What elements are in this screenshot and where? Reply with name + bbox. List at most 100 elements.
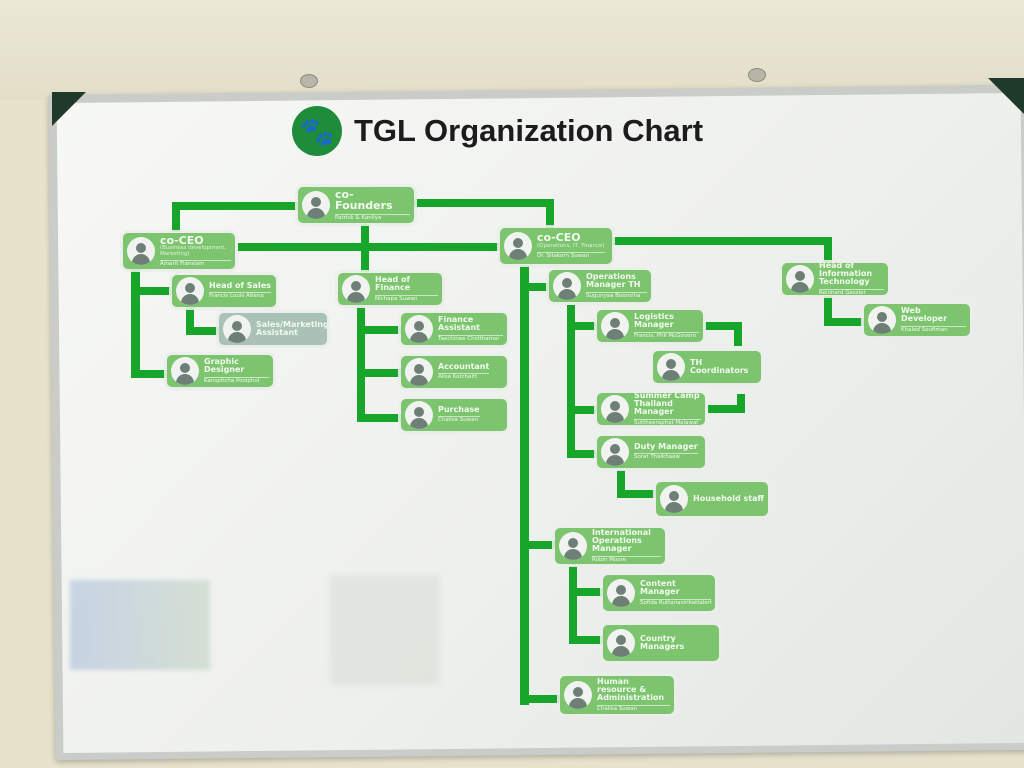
connector-line <box>520 265 529 705</box>
person-avatar-icon <box>176 277 204 305</box>
card-role: Web Developer <box>901 305 948 324</box>
org-card: TH Coordinators <box>653 351 761 383</box>
org-card: Household staff <box>656 482 768 516</box>
card-person-name: Khaled Soufiman <box>901 325 966 334</box>
card-person-name: Alisa Kotchaitt <box>438 373 490 381</box>
connector-line <box>567 450 597 458</box>
card-person-name: Patrick & Kanliya <box>335 213 410 222</box>
card-text: Sales/Marketing Assistant <box>256 320 327 338</box>
card-text: TH Coordinators <box>690 357 757 376</box>
person-avatar-icon <box>660 485 688 513</box>
window-reflection <box>70 580 210 670</box>
card-person-name: Sofida Ruttanasirikattalert <box>640 598 713 606</box>
connector-line <box>734 322 742 346</box>
connector-line <box>357 326 401 334</box>
person-avatar-icon <box>607 579 635 607</box>
card-role: Human resource & Administration <box>597 676 665 703</box>
connector-line <box>357 414 401 422</box>
card-role: Household staff <box>693 493 764 503</box>
window-reflection <box>330 575 440 685</box>
connector-line <box>361 224 369 272</box>
card-role: Content Manager <box>640 578 680 597</box>
person-avatar-icon <box>786 265 814 293</box>
wall-screw <box>748 68 766 82</box>
card-role: TH Coordinators <box>690 357 749 375</box>
person-avatar-icon <box>302 191 330 219</box>
connector-line <box>708 405 744 413</box>
connector-line <box>824 296 832 326</box>
person-avatar-icon <box>405 401 433 429</box>
person-avatar-icon <box>559 532 587 560</box>
org-card: Sales/Marketing Assistant <box>219 313 327 345</box>
card-person-name: Sorat Thaikhaew <box>634 453 698 461</box>
connector-line <box>546 199 554 229</box>
card-person-name: Amarit Fiansiam <box>160 259 231 268</box>
card-text: co-CEO(Operations, IT, Finance)Dr. Sitak… <box>537 232 605 259</box>
person-avatar-icon <box>171 357 199 385</box>
connector-line <box>186 307 194 335</box>
org-card: Country Managers <box>603 625 719 661</box>
card-person-name: Francis Louis Altena <box>209 292 271 300</box>
connector-line <box>569 588 603 596</box>
connector-line <box>737 394 745 413</box>
card-person-name: Taechinee Chidthamai <box>438 334 503 343</box>
card-role: Head of Sales <box>209 280 271 290</box>
person-avatar-icon <box>868 306 896 334</box>
card-person-name: Dr. Sitakorn Suwan <box>537 251 605 260</box>
card-role: Accountant <box>438 361 490 371</box>
person-avatar-icon <box>223 315 251 343</box>
card-role: Summer Camp Thailand Manager <box>634 393 700 417</box>
person-avatar-icon <box>601 395 629 423</box>
card-role: Duty Manager <box>634 441 698 451</box>
connector-line <box>520 695 560 703</box>
connector-line <box>705 322 741 330</box>
person-avatar-icon <box>342 275 370 303</box>
person-avatar-icon <box>405 315 433 343</box>
connector-line <box>357 306 365 422</box>
connector-line <box>567 305 575 457</box>
card-person-name: Reinhard Gessler <box>819 288 884 295</box>
card-text: co-CEO(Business development, Marketing)A… <box>160 235 231 268</box>
person-avatar-icon <box>564 681 592 709</box>
connector-line <box>567 322 597 330</box>
card-role: Purchase <box>438 404 480 414</box>
person-avatar-icon <box>127 237 155 265</box>
card-role: Logistics Manager <box>634 311 674 330</box>
card-person-name: Robin Moore <box>592 555 661 564</box>
card-text: Country Managers <box>640 634 715 652</box>
card-role: co-Founders <box>335 187 393 213</box>
connector-line <box>131 370 167 378</box>
connector-line <box>569 636 603 644</box>
connector-line <box>617 490 656 498</box>
connector-line <box>186 327 219 335</box>
wall <box>0 0 1024 100</box>
connector-line <box>131 287 172 295</box>
chart-header: 🐾 TGL Organization Chart <box>292 106 703 156</box>
card-role: International Operations Manager <box>592 528 651 554</box>
card-role: co-CEO <box>160 233 204 247</box>
card-person-name: Sugunyaa Boonsiha <box>586 291 647 300</box>
card-person-name: Francis, Phil McGovern <box>634 331 699 340</box>
card-person-name: Nichapa Suwan <box>375 294 438 303</box>
card-role: Head of Finance <box>375 274 411 293</box>
org-card: co-CEO(Operations, IT, Finance)Dr. Sitak… <box>500 228 612 264</box>
connector-line <box>824 237 832 264</box>
connector-line <box>172 202 298 210</box>
person-avatar-icon <box>504 232 532 260</box>
